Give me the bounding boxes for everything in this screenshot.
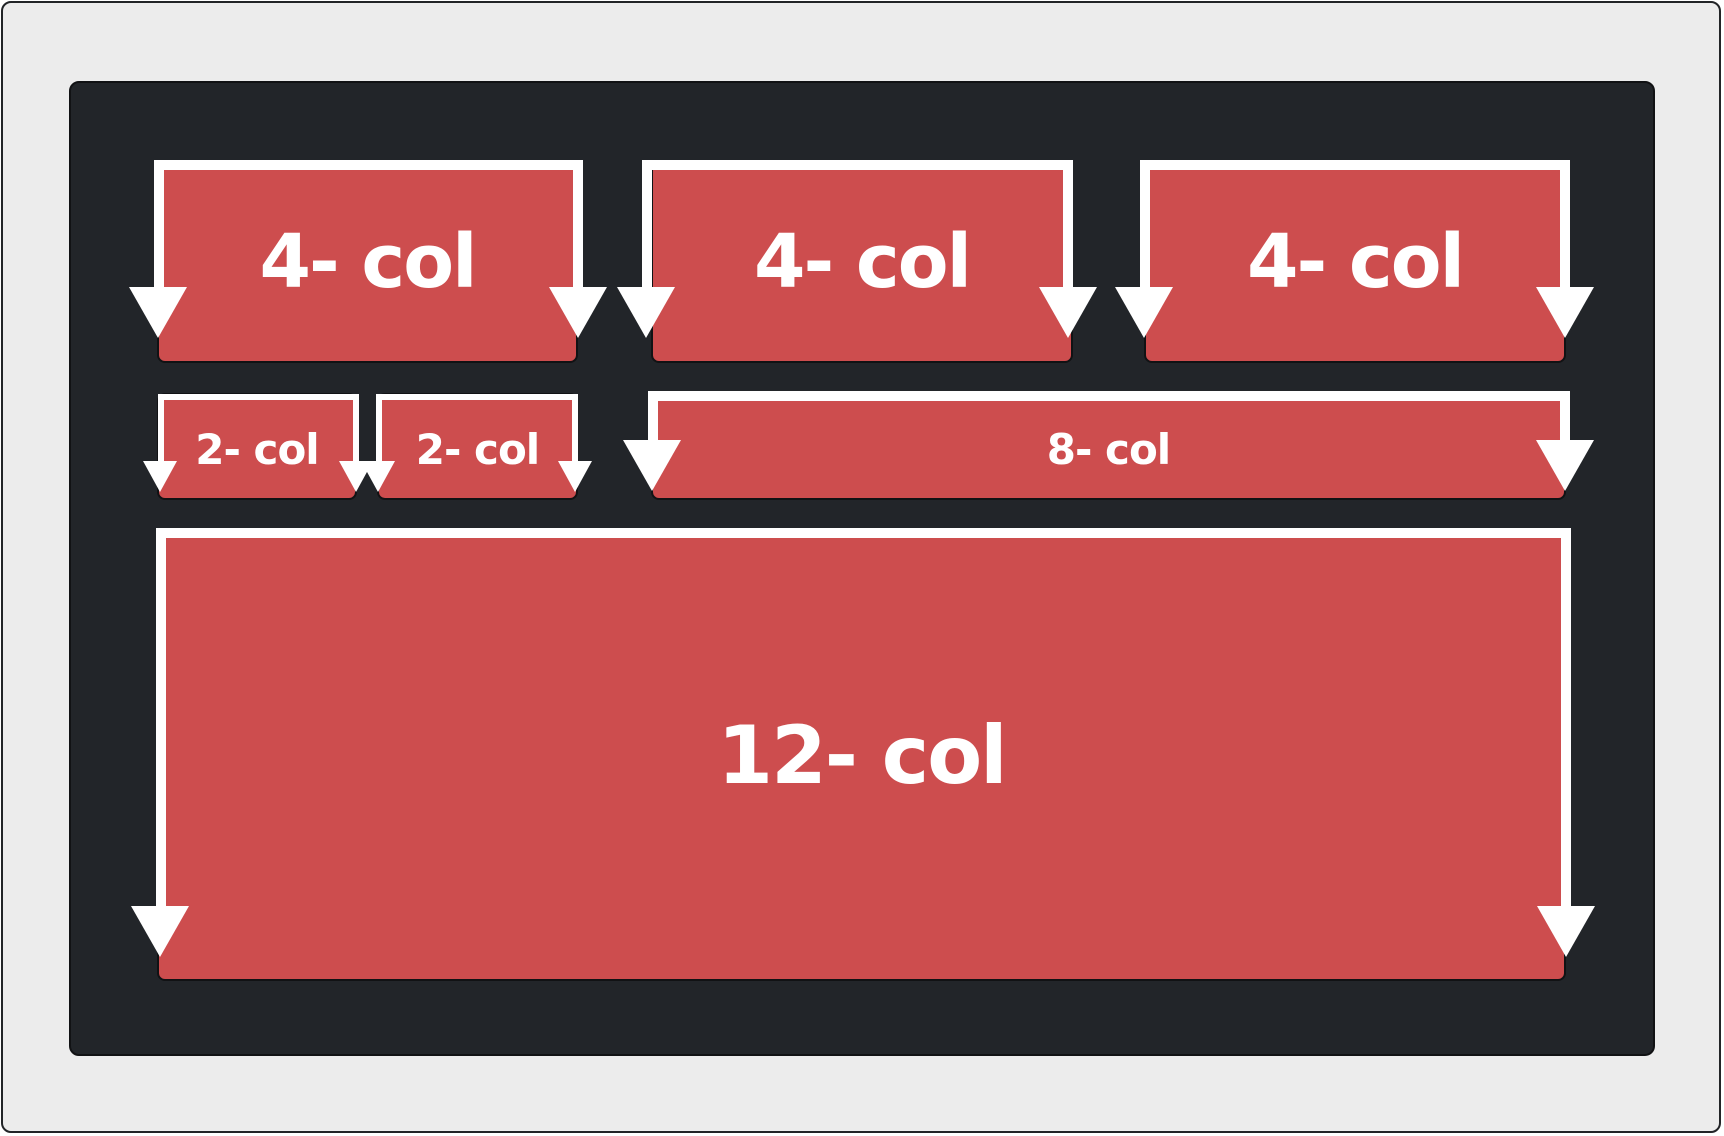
block-4-col-2: 4- col (651, 160, 1073, 363)
block-2-col-2: 2- col (377, 393, 578, 500)
block-label: 12- col (717, 709, 1007, 802)
block-2-col-1: 2- col (157, 393, 357, 500)
block-4-col-1: 4- col (157, 160, 578, 363)
block-12-col: 12- col (157, 529, 1566, 981)
block-label: 2- col (415, 425, 540, 474)
block-8-col: 8- col (651, 393, 1566, 500)
block-label: 4- col (259, 219, 477, 305)
block-label: 4- col (753, 219, 972, 305)
block-label: 4- col (1246, 219, 1465, 305)
block-label: 2- col (195, 425, 319, 474)
block-4-col-3: 4- col (1144, 160, 1566, 363)
block-label: 8- col (1046, 425, 1171, 474)
